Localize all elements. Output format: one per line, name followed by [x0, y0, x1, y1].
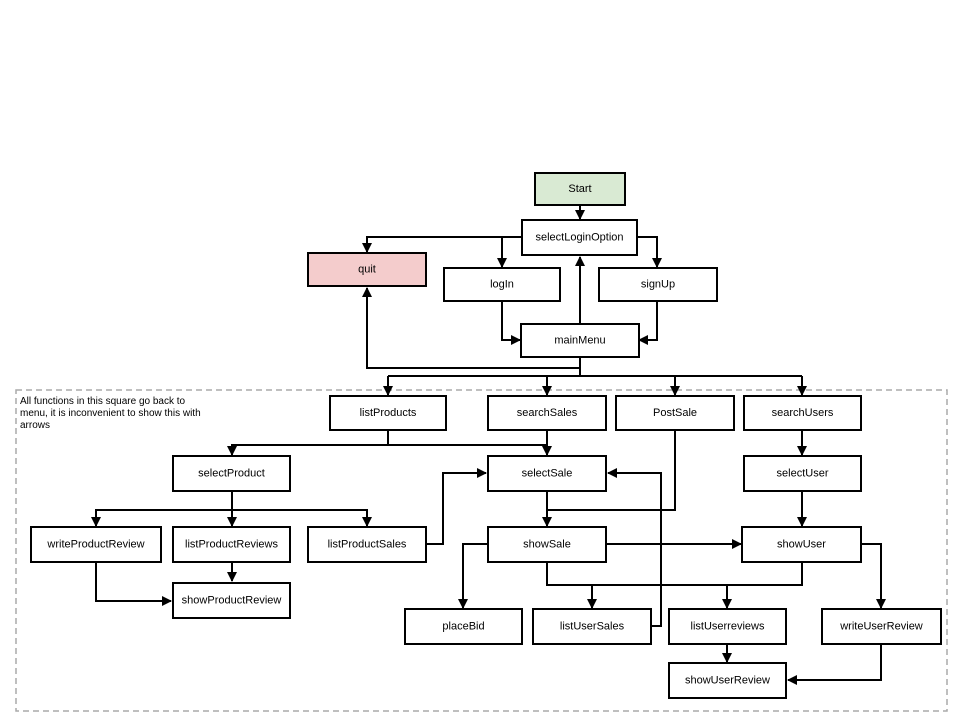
node-list-products-label: listProducts	[360, 407, 417, 419]
node-show-user-label: showUser	[777, 539, 826, 551]
node-list-product-sales: listProductSales	[307, 526, 427, 563]
node-quit: quit	[307, 252, 427, 287]
edge-show-sale-show-user-bus	[546, 562, 803, 586]
node-show-sale: showSale	[487, 526, 607, 563]
node-select-user-label: selectUser	[777, 468, 829, 480]
node-signup: signUp	[598, 267, 718, 302]
node-show-product-review: showProductReview	[172, 582, 291, 619]
node-select-product-label: selectProduct	[198, 468, 265, 480]
node-show-user: showUser	[741, 526, 862, 563]
node-list-product-reviews: listProductReviews	[172, 526, 291, 563]
node-write-user-review: writeUserReview	[821, 608, 942, 645]
edge-list-user-sales-to-select-sale	[607, 468, 662, 627]
node-show-user-review-label: showUserReview	[685, 675, 770, 687]
node-select-login-option-label: selectLoginOption	[535, 232, 623, 244]
edge-write-user-review-to-show-user-review	[787, 644, 882, 685]
node-show-sale-label: showSale	[523, 539, 571, 551]
edge-write-product-review-to-show-product-review	[95, 562, 172, 606]
node-select-login-option: selectLoginOption	[521, 219, 638, 256]
node-start: Start	[534, 172, 626, 206]
edge-main-menu-bus	[579, 368, 802, 377]
node-quit-label: quit	[358, 264, 376, 276]
node-main-menu-label: mainMenu	[554, 335, 605, 347]
nodes: Start selectLoginOption quit logIn signU…	[30, 172, 942, 699]
node-login: logIn	[443, 267, 561, 302]
edge-select-login-option-to-signup	[637, 236, 662, 268]
node-search-users: searchUsers	[743, 395, 862, 431]
edge-list-product-sales-to-select-sale	[426, 468, 487, 545]
edge-show-sale-to-place-bid	[458, 543, 488, 609]
node-main-menu: mainMenu	[520, 323, 640, 358]
edge-select-product-to-write-product-review	[91, 491, 233, 527]
edge-select-login-option-to-quit	[362, 236, 522, 253]
node-list-user-sales: listUserSales	[532, 608, 652, 645]
edge-post-sale-to-show-sale	[547, 430, 676, 511]
node-select-sale-label: selectSale	[522, 468, 573, 480]
edge-signup-to-main-menu	[638, 301, 658, 345]
node-place-bid-label: placeBid	[442, 621, 484, 633]
edge-select-product-to-list-product-sales	[232, 509, 372, 527]
edge-main-menu-to-quit	[362, 287, 581, 369]
edge-show-user-to-write-user-review	[861, 543, 886, 609]
node-show-product-review-label: showProductReview	[182, 595, 282, 607]
node-list-user-reviews-label: listUserreviews	[691, 621, 765, 633]
node-post-sale: PostSale	[615, 395, 735, 431]
node-search-sales: searchSales	[487, 395, 607, 431]
node-select-sale: selectSale	[487, 455, 607, 492]
node-list-user-reviews: listUserreviews	[668, 608, 787, 645]
node-select-product: selectProduct	[172, 455, 291, 492]
node-list-product-reviews-label: listProductReviews	[185, 539, 278, 551]
node-start-label: Start	[568, 183, 591, 195]
node-signup-label: signUp	[641, 279, 675, 291]
edges	[91, 205, 886, 685]
node-list-products: listProducts	[329, 395, 447, 431]
functions-region	[15, 389, 948, 712]
node-search-users-label: searchUsers	[772, 407, 834, 419]
node-show-user-review: showUserReview	[668, 662, 787, 699]
node-post-sale-label: PostSale	[653, 407, 697, 419]
node-login-label: logIn	[490, 279, 514, 291]
node-list-product-sales-label: listProductSales	[328, 539, 407, 551]
region-note: All functions in this square go back to …	[20, 396, 201, 431]
node-select-user: selectUser	[743, 455, 862, 492]
node-write-product-review: writeProductReview	[30, 526, 162, 563]
node-list-user-sales-label: listUserSales	[560, 621, 625, 633]
edge-login-to-main-menu	[501, 301, 521, 345]
node-write-product-review-label: writeProductReview	[46, 539, 144, 551]
node-search-sales-label: searchSales	[517, 407, 578, 419]
edge-list-products-to-select-product	[227, 430, 389, 456]
node-write-user-review-label: writeUserReview	[839, 621, 923, 633]
node-place-bid: placeBid	[404, 608, 523, 645]
